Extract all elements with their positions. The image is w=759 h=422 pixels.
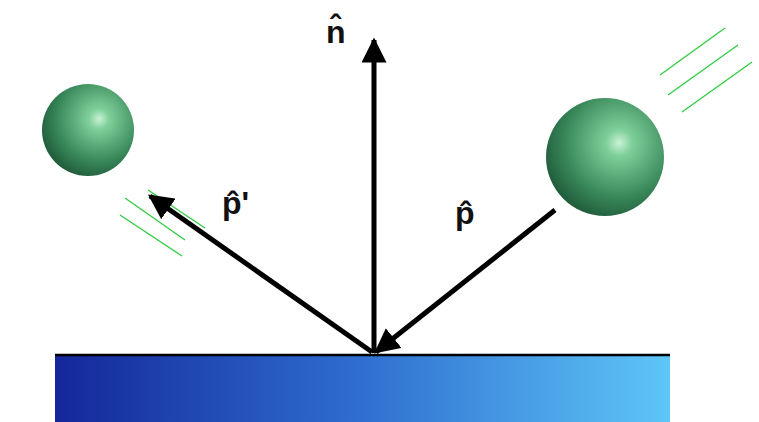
- ball-outgoing: [42, 84, 134, 176]
- reflected-arrow: [150, 196, 372, 352]
- vector-label: p̂: [455, 193, 475, 233]
- vector-label: p̂': [222, 183, 249, 223]
- motion-lines: [120, 28, 752, 256]
- incident-arrow: [376, 210, 555, 352]
- surface: [55, 355, 670, 422]
- vector-label: n̂: [326, 12, 346, 52]
- normal-arrow: [372, 40, 377, 353]
- ball-incoming: [546, 98, 664, 216]
- surface-edge: [55, 354, 670, 357]
